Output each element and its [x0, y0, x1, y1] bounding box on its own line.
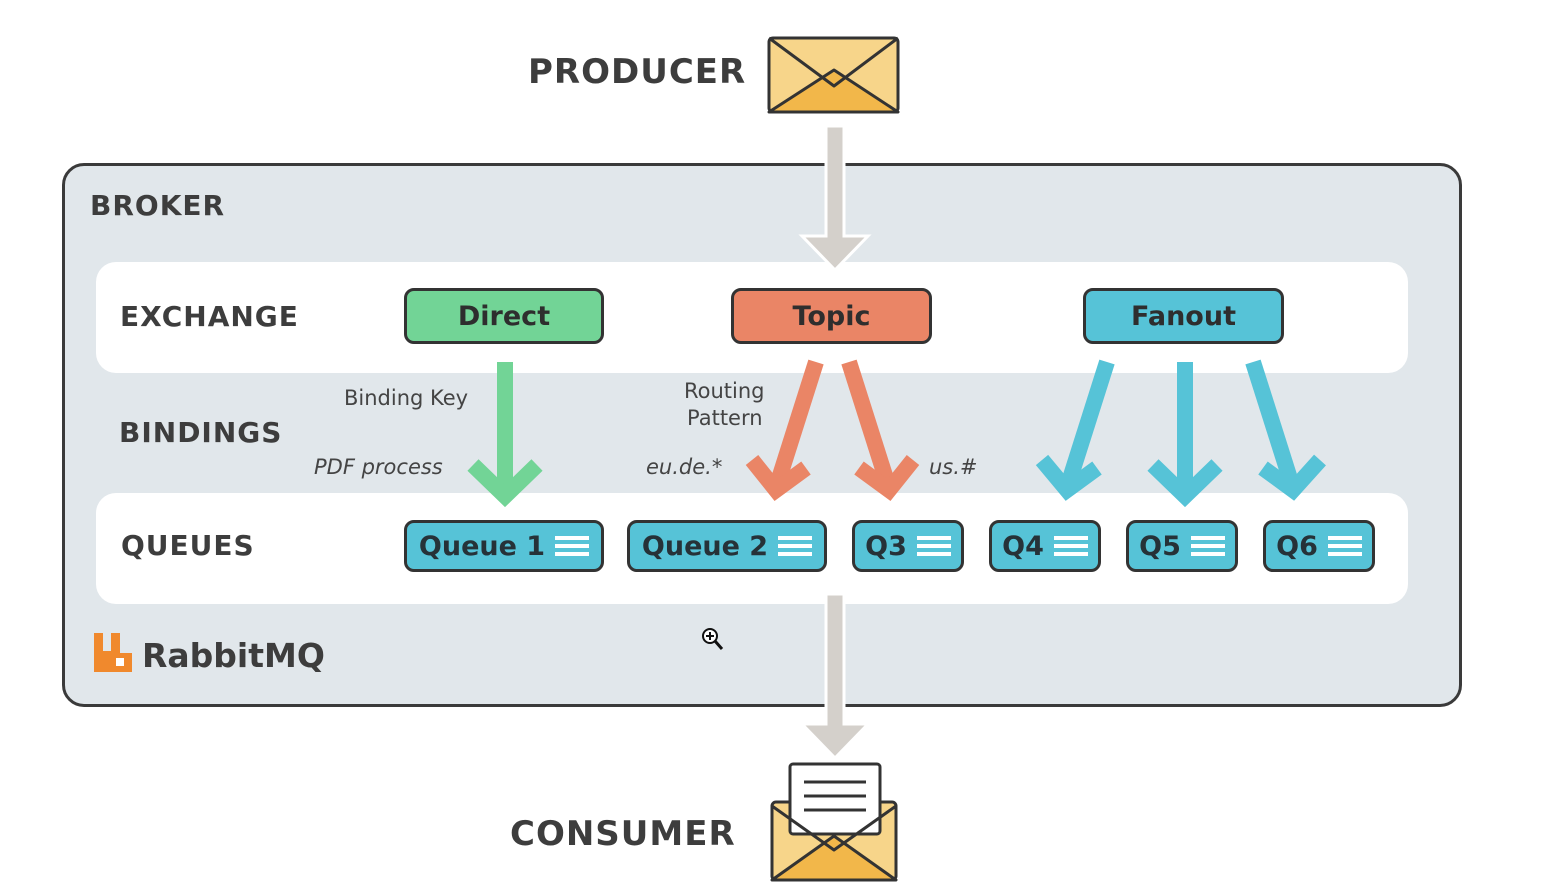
exchange-direct: Direct	[404, 288, 604, 344]
queue-5: Q5	[1126, 520, 1238, 572]
queue-lines-icon	[916, 536, 951, 556]
binding-key-value: PDF process	[314, 455, 443, 479]
queue-4-label: Q4	[1002, 530, 1044, 562]
queue-1-label: Queue 1	[418, 530, 546, 562]
broker-container	[62, 163, 1462, 707]
exchange-direct-label: Direct	[457, 300, 551, 332]
queue-3: Q3	[852, 520, 964, 572]
topic-binding-arrow-left	[745, 359, 824, 501]
queue-1: Queue 1	[404, 520, 604, 572]
queues-section-label: QUEUES	[121, 529, 255, 562]
binding-key-title: Binding Key	[344, 386, 469, 410]
exchange-topic: Topic	[731, 288, 932, 344]
zoom-cursor-icon	[702, 628, 724, 650]
routing-pattern-title-line2: Pattern	[687, 406, 763, 430]
queue-lines-icon	[1053, 536, 1088, 556]
queue-6: Q6	[1263, 520, 1375, 572]
queue-4: Q4	[989, 520, 1101, 572]
producer-flow-arrow	[798, 124, 872, 273]
topic-binding-arrow-right	[841, 359, 920, 501]
open-envelope-icon	[770, 762, 898, 882]
exchange-fanout-label: Fanout	[1131, 300, 1236, 332]
envelope-icon	[767, 36, 900, 114]
queue-5-label: Q5	[1139, 530, 1181, 562]
routing-pattern-left: eu.de.*	[646, 455, 723, 479]
exchange-fanout: Fanout	[1083, 288, 1284, 344]
broker-title: BROKER	[90, 189, 226, 222]
bindings-section-label: BINDINGS	[119, 416, 283, 449]
queue-6-label: Q6	[1276, 530, 1318, 562]
consumer-label: CONSUMER	[510, 814, 736, 854]
fanout-binding-arrow-right	[1245, 359, 1326, 501]
queue-3-label: Q3	[865, 530, 907, 562]
queue-lines-icon	[555, 536, 590, 556]
queue-lines-icon	[1190, 536, 1225, 556]
fanout-binding-arrow-center	[1147, 362, 1223, 508]
brand-name: RabbitMQ	[142, 636, 325, 675]
queue-lines-icon	[778, 536, 813, 556]
exchange-section-label: EXCHANGE	[120, 300, 299, 333]
routing-pattern-right: us.#	[929, 455, 978, 479]
rabbitmq-logo-icon	[94, 633, 132, 672]
consumer-flow-arrow	[798, 592, 872, 761]
producer-label: PRODUCER	[528, 52, 747, 92]
routing-pattern-title-line1: Routing	[684, 379, 765, 403]
fanout-binding-arrow-left	[1035, 359, 1115, 501]
queue-2: Queue 2	[627, 520, 827, 572]
queue-lines-icon	[1327, 536, 1362, 556]
direct-binding-arrow	[467, 362, 543, 508]
queue-2-label: Queue 2	[641, 530, 769, 562]
exchange-topic-label: Topic	[792, 300, 871, 332]
